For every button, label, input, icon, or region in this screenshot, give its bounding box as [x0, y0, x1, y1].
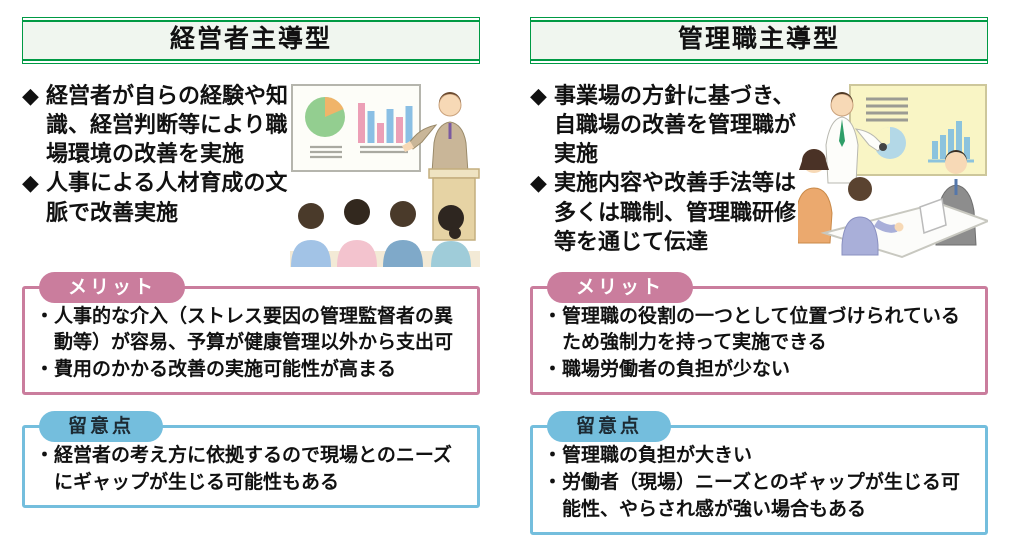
diamond-bullet-icon: ◆: [530, 170, 547, 196]
seated-woman-back-figure: [841, 176, 904, 255]
panel-body: ◆ 事業場の方針に基づき、自職場の改善を管理職が実施 ◆ 実施内容や改善手法等は…: [530, 81, 988, 267]
dot-bullet-icon: ・: [35, 445, 55, 467]
note-items: ・ 管理職の負担が大きい ・ 労働者（現場）ニーズとのギャップが生じる可能性、や…: [543, 443, 975, 524]
bullet-text: 事業場の方針に基づき、自職場の改善を管理職が実施: [554, 82, 797, 167]
standing-presenter-figure: [825, 91, 887, 183]
diamond-bullet-icon: ◆: [530, 82, 547, 108]
bullet-text: 実施内容や改善手法等は多くは職制、管理職研修等を通じて伝達: [554, 170, 797, 254]
merit-items: ・ 管理職の役割の一つとして位置づけられているため強制力を持って実施できる ・ …: [543, 304, 975, 385]
dot-bullet-icon: ・: [35, 305, 55, 327]
bullet-text: 経営者が自らの経験や知識、経営判断等により職場環境の改善を実施: [46, 82, 289, 167]
diamond-bullet-icon: ◆: [22, 170, 39, 196]
merit-item-text: 管理職の役割の一つとして位置づけられているため強制力を持って実施できる: [562, 305, 960, 354]
note-item: ・ 管理職の負担が大きい: [543, 443, 975, 470]
merit-box: メリット ・ 人事的な介入（ストレス要因の管理監督者の異動等）が容易、予算が健康…: [22, 271, 480, 396]
paper-sheet: [919, 197, 947, 234]
merit-item-text: 費用のかかる改善の実施可能性が高まる: [54, 359, 397, 381]
bullet-list: ◆ 事業場の方針に基づき、自職場の改善を管理職が実施 ◆ 実施内容や改善手法等は…: [530, 81, 798, 267]
dot-bullet-icon: ・: [543, 359, 563, 381]
merit-items: ・ 人事的な介入（ストレス要因の管理監督者の異動等）が容易、予算が健康管理以外か…: [35, 304, 467, 385]
note-item-text: 管理職の負担が大きい: [562, 445, 753, 467]
panel-title: 経営者主導型: [23, 20, 479, 61]
note-label-badge: 留意点: [547, 411, 672, 443]
merit-label-badge: メリット: [547, 271, 694, 303]
note-item-text: 経営者の考え方に依拠するので現場とのニーズにギャップが生じる可能性もある: [54, 445, 452, 494]
seated-woman-orange-figure: [798, 148, 833, 243]
panel-title: 管理職主導型: [531, 20, 987, 61]
caption-lines: [360, 145, 408, 153]
panel-header: 管理職主導型: [530, 17, 988, 64]
dot-bullet-icon: ・: [35, 359, 55, 381]
merit-item: ・ 職場労働者の負担が少ない: [543, 357, 975, 384]
presentation-illustration: [290, 83, 480, 267]
panel-body: ◆ 経営者が自らの経験や知識、経営判断等により職場環境の改善を実施 ◆ 人事によ…: [22, 81, 480, 267]
merit-item-text: 人事的な介入（ストレス要因の管理監督者の異動等）が容易、予算が健康管理以外から支…: [54, 305, 454, 354]
merit-label-badge: メリット: [39, 271, 186, 303]
presenter-figure: [402, 91, 469, 173]
caption-lines: [866, 97, 908, 121]
note-item-text: 労働者（現場）ニーズとのギャップが生じる可能性、やらされ感が強い場合もある: [562, 472, 960, 521]
dot-bullet-icon: ・: [543, 472, 563, 494]
panel-header: 経営者主導型: [22, 17, 480, 64]
merit-item-text: 職場労働者の負担が少ない: [562, 359, 791, 381]
bullet-item: ◆ 経営者が自らの経験や知識、経営判断等により職場環境の改善を実施: [22, 81, 290, 169]
caption-lines: [310, 145, 342, 158]
note-label-badge: 留意点: [39, 411, 164, 443]
pie-chart: [305, 96, 345, 137]
bullet-text: 人事による人材育成の文脈で改善実施: [46, 170, 288, 225]
merit-box: メリット ・ 管理職の役割の一つとして位置づけられているため強制力を持って実施で…: [530, 271, 988, 396]
meeting-illustration: [798, 83, 988, 258]
bullet-item: ◆ 実施内容や改善手法等は多くは職制、管理職研修等を通じて伝達: [530, 168, 798, 256]
dot-bullet-icon: ・: [543, 445, 563, 467]
bullet-item: ◆ 事業場の方針に基づき、自職場の改善を管理職が実施: [530, 81, 798, 169]
note-box: 留意点 ・ 管理職の負担が大きい ・ 労働者（現場）ニーズとのギャップが生じる可…: [530, 411, 988, 536]
illustration-container: [290, 81, 480, 267]
panel-manager-led: 管理職主導型 ◆ 事業場の方針に基づき、自職場の改善を管理職が実施 ◆ 実施内容…: [530, 17, 988, 544]
bullet-list: ◆ 経営者が自らの経験や知識、経営判断等により職場環境の改善を実施 ◆ 人事によ…: [22, 81, 290, 267]
diamond-bullet-icon: ◆: [22, 82, 39, 108]
panel-executive-led: 経営者主導型 ◆ 経営者が自らの経験や知識、経営判断等により職場環境の改善を実施…: [22, 17, 480, 544]
bullet-item: ◆ 人事による人材育成の文脈で改善実施: [22, 168, 290, 227]
note-items: ・ 経営者の考え方に依拠するので現場とのニーズにギャップが生じる可能性もある: [35, 443, 467, 497]
merit-item: ・ 人事的な介入（ストレス要因の管理監督者の異動等）が容易、予算が健康管理以外か…: [35, 304, 467, 358]
note-box: 留意点 ・ 経営者の考え方に依拠するので現場とのニーズにギャップが生じる可能性も…: [22, 411, 480, 509]
illustration-container: [798, 81, 988, 267]
note-item: ・ 労働者（現場）ニーズとのギャップが生じる可能性、やらされ感が強い場合もある: [543, 470, 975, 524]
dot-bullet-icon: ・: [543, 305, 563, 327]
audience-figures: [291, 198, 471, 267]
merit-item: ・ 管理職の役割の一つとして位置づけられているため強制力を持って実施できる: [543, 304, 975, 358]
note-item: ・ 経営者の考え方に依拠するので現場とのニーズにギャップが生じる可能性もある: [35, 443, 467, 497]
merit-item: ・ 費用のかかる改善の実施可能性が高まる: [35, 357, 467, 384]
bar-chart: [358, 102, 413, 143]
